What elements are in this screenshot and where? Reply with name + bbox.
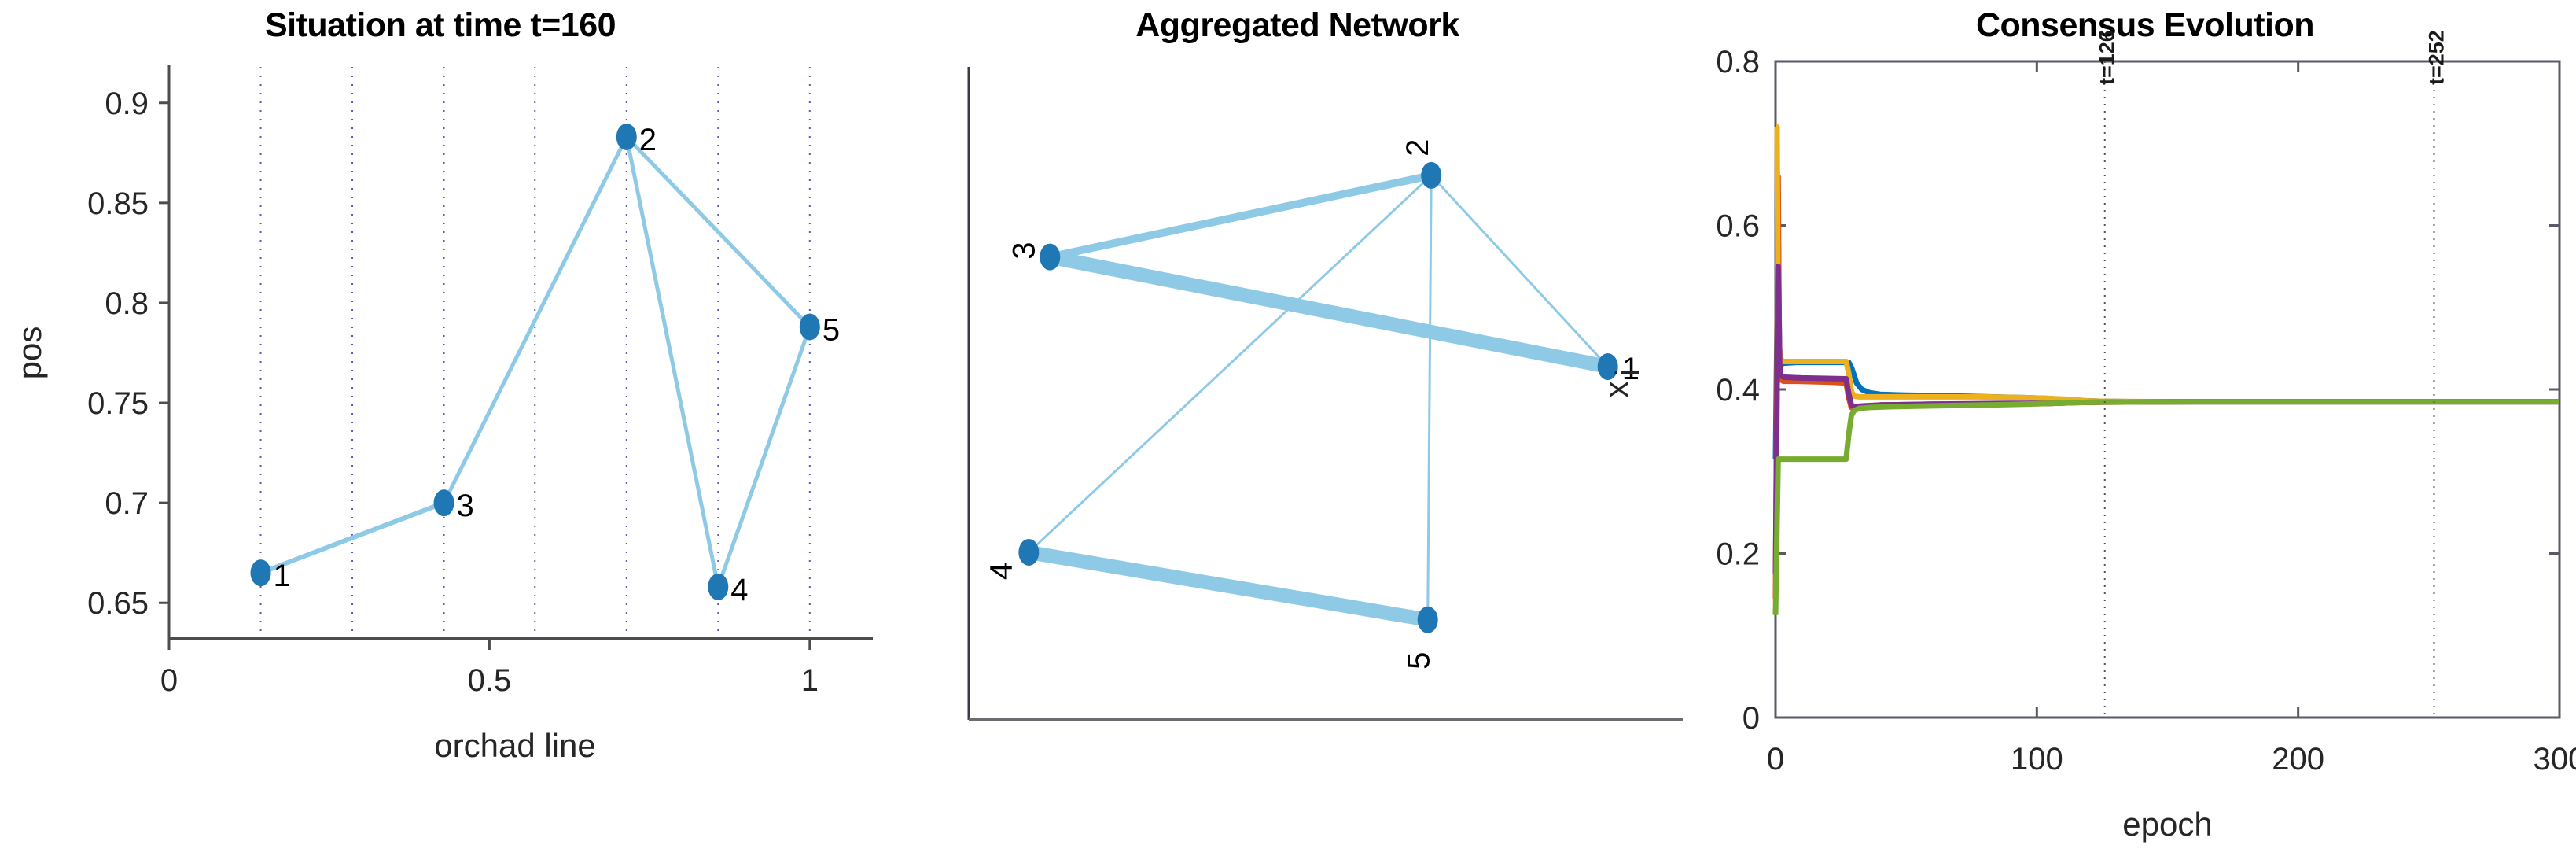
y-tick-label: 0.9 [105, 87, 149, 121]
network-edge-low [1426, 175, 1433, 620]
graph-node-label: 1 [274, 559, 291, 593]
graph-node-label: 2 [639, 123, 657, 157]
consensus-series-line [1772, 173, 2559, 599]
situation-plot: 0.65 0.7 0.75 0.8 0.85 0.9 0 0.5 1 orchad line pos… [11, 65, 873, 764]
panel-consensus: Consensus Evolution 0 100 200 300 0 0.2 0.4 0.6… [1598, 0, 2576, 867]
network-edge-low [1028, 174, 1433, 554]
graph-node[interactable] [799, 313, 820, 341]
y-tick-label: 0.75 [87, 386, 149, 421]
graph-node-label: 4 [730, 573, 748, 607]
y-tick-label: 0.4 [1716, 373, 1760, 408]
x-tick-label: 100 [2011, 742, 2063, 777]
graph-node[interactable] [433, 489, 454, 517]
graph-node[interactable] [250, 559, 271, 587]
network-node-label: 3 [1006, 242, 1041, 259]
consensus-plot: 0 100 200 300 0 0.2 0.4 0.6 0.8 epoch xi t=126 t=252 [1598, 30, 2576, 843]
network-node[interactable] [1417, 606, 1438, 633]
graph-node-label: 3 [457, 489, 474, 523]
network-node[interactable] [1040, 243, 1061, 271]
x-axis-label: epoch [2122, 806, 2212, 843]
y-axis-label: pos [11, 327, 48, 380]
x-axis-label: orchad line [434, 727, 595, 764]
y-tick-label: 0 [1742, 701, 1760, 736]
y-tick-label: 0.7 [105, 486, 149, 521]
y-axis-label-subscript: i [1609, 369, 1646, 376]
consensus-series-line [1772, 399, 2559, 615]
graph-edge [624, 135, 812, 329]
y-axis-label: xi [1598, 369, 1646, 398]
panel-consensus-title: Consensus Evolution [1975, 6, 2315, 44]
graph-node-label: 5 [822, 312, 840, 347]
graph-node[interactable] [708, 573, 729, 600]
y-tick-label: 0.8 [105, 286, 149, 321]
y-tick-label: 0.2 [1716, 537, 1760, 572]
network-edge-high [1048, 249, 1610, 374]
consensus-series-line [1772, 264, 2559, 574]
network-node[interactable] [1597, 353, 1618, 381]
x-tick-label: 1 [801, 663, 819, 698]
network-edge-medium [1049, 172, 1433, 261]
network-plot: 1 2 3 4 5 [967, 67, 1683, 721]
panel-network: Aggregated Network 1 2 3 4 5 [881, 0, 1714, 867]
network-node-label: 4 [984, 563, 1018, 580]
network-edge-high [1027, 545, 1430, 627]
panel-network-title: Aggregated Network [1135, 6, 1459, 44]
annotation-vline-label: t=252 [2424, 30, 2448, 85]
x-tick-label: 200 [2272, 742, 2324, 777]
graph-edge [442, 135, 629, 505]
network-node-label: 1 [1622, 352, 1639, 386]
consensus-series-line [1772, 223, 2559, 459]
panel-situation-title: Situation at time t=160 [264, 6, 616, 44]
consensus-series-line [1774, 124, 2559, 405]
x-tick-label: 0.5 [468, 663, 512, 698]
annotation-vline-label: t=126 [2096, 30, 2119, 85]
x-tick-label: 0 [160, 663, 178, 698]
graph-node[interactable] [616, 123, 637, 150]
graph-edge [716, 324, 812, 589]
network-node-label: 2 [1400, 139, 1435, 157]
y-tick-label: 0.85 [87, 186, 149, 221]
x-tick-label: 0 [1767, 742, 1784, 777]
y-axis-label-main: x [1598, 382, 1635, 398]
graph-edge [258, 500, 447, 576]
network-edge-low [1430, 174, 1609, 368]
network-node[interactable] [1018, 538, 1040, 566]
network-node-label: 5 [1402, 652, 1437, 670]
network-node[interactable] [1421, 161, 1442, 189]
y-tick-label: 0.65 [87, 586, 149, 621]
consensus-plot-box [1774, 60, 2561, 719]
graph-edge [624, 135, 720, 589]
y-tick-label: 0.8 [1716, 45, 1760, 79]
y-tick-label: 0.6 [1716, 209, 1760, 244]
x-tick-label: 300 [2534, 742, 2576, 777]
